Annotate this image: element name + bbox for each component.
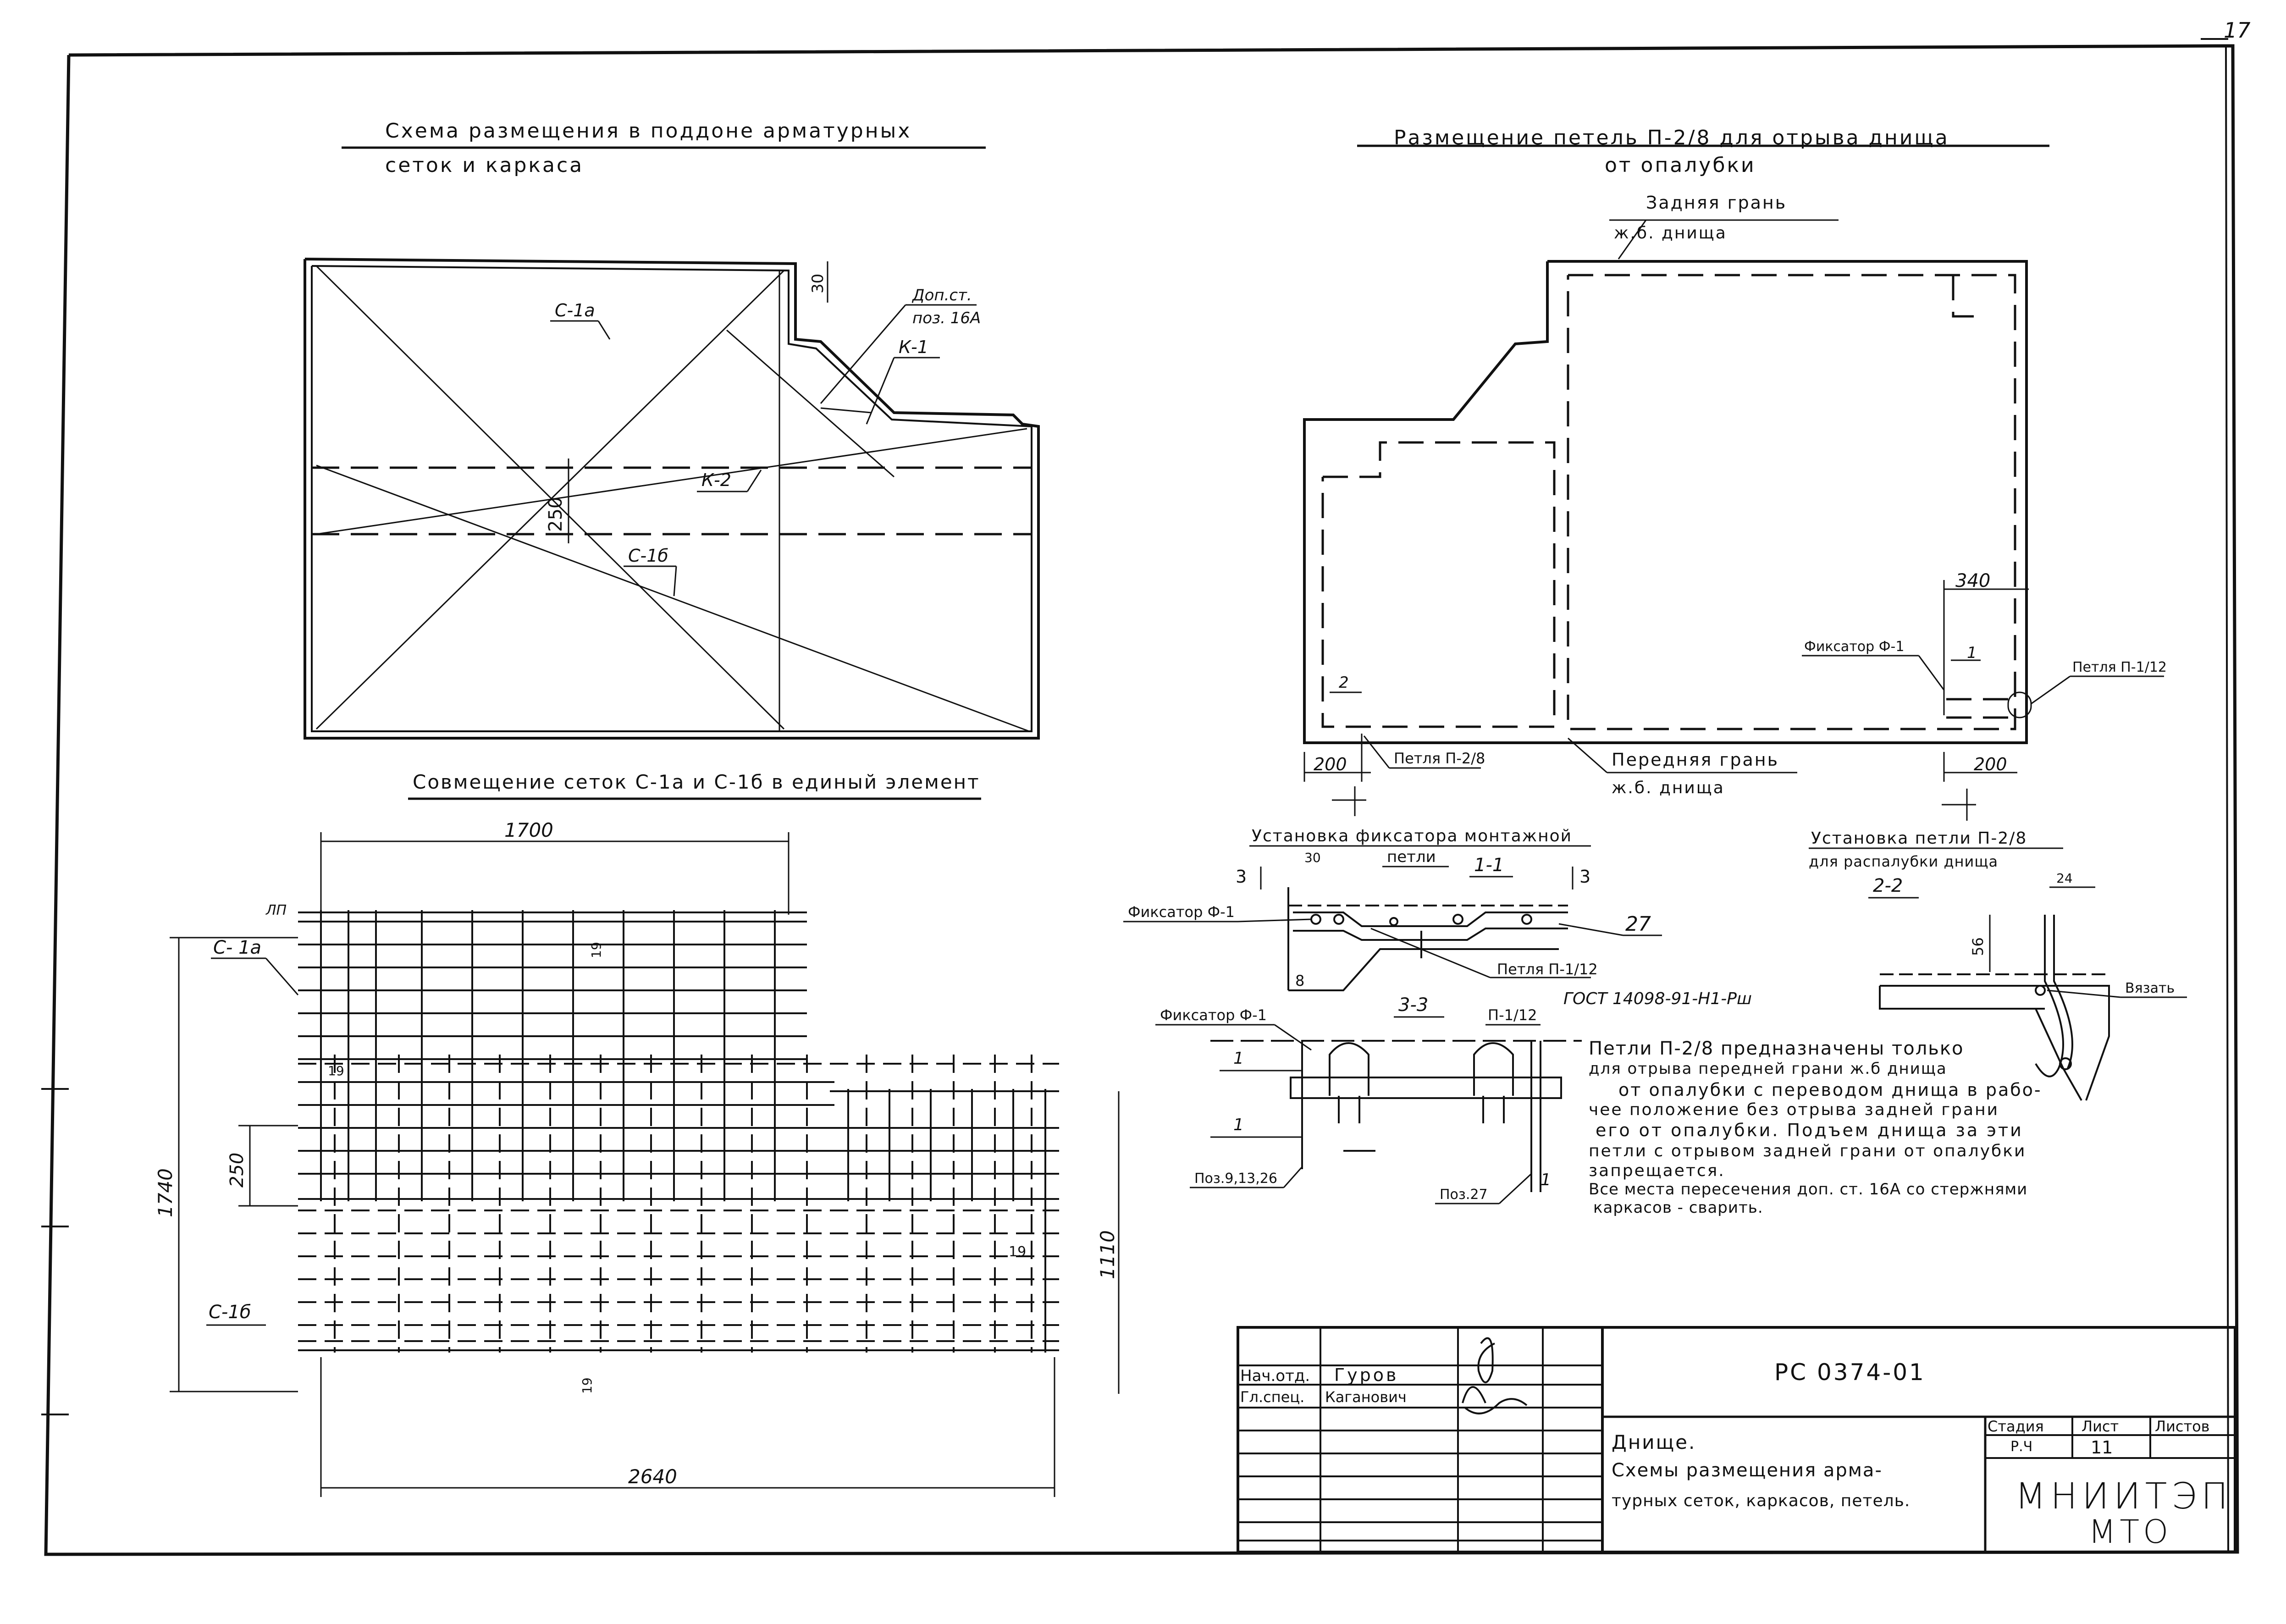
note-line5: его от опалубки. Подъем днища за эти (1596, 1120, 2023, 1140)
fixator-num-1c: 1 (1541, 1171, 1551, 1189)
tray-label-c1a: С-1а (555, 300, 595, 320)
combine-dim-2640: 2640 (628, 1465, 677, 1488)
back-edge-line2: ж.б. днища (1614, 224, 1727, 243)
section-3-3: 3-3 (1398, 994, 1428, 1016)
loops-dim-340: 340 (1955, 570, 1990, 591)
sheet-label: Лист (2082, 1418, 2119, 1435)
section-2-2: 2-2 (1873, 875, 1903, 896)
role-1: Нач.отд. (1240, 1367, 1310, 1385)
role-2: Гл.спец. (1240, 1388, 1304, 1406)
loop-install-title-line1: Установка петли П-2/8 (1811, 829, 2027, 848)
fixator-install-title-line1: Установка фиксатора монтажной (1252, 827, 1572, 845)
loop-install-dim-56: 56 (1969, 937, 1987, 956)
combine-label-c1a: С- 1а (213, 937, 261, 958)
page-number: 17 (2224, 18, 2251, 43)
tray-extra-bar-line2: поз. 16А (912, 309, 981, 327)
combine-scheme: Совмещение сеток С-1а и С-1б в единый эл… (154, 771, 1120, 1497)
name-2: Каганович (1325, 1388, 1407, 1406)
fixator-num-1b: 1 (1233, 1116, 1244, 1134)
fixator-num-3b: 3 (1579, 867, 1590, 887)
note-line3: от опалубки с переводом днища в рабо- (1618, 1080, 2042, 1100)
title-block (1237, 1326, 2236, 1553)
combine-dim-1110: 1110 (1096, 1230, 1119, 1279)
fixator-install: Установка фиксатора монтажной петли 1-1 … (1123, 827, 1752, 1204)
combine-mark-lp: ЛП (265, 902, 287, 918)
stage-value: Р.Ч (2010, 1439, 2032, 1455)
combine-dim-19d: 19 (580, 1377, 595, 1394)
sheets-label: Листов (2155, 1418, 2210, 1435)
back-edge-line1: Задняя грань (1646, 193, 1787, 213)
fixator-label-1: Фиксатор Ф-1 (1128, 903, 1235, 921)
tray-title-line2: сеток и каркаса (385, 154, 584, 177)
front-edge-line2: ж.б. днища (1612, 779, 1725, 797)
loops-dim-200-right: 200 (1974, 754, 2007, 774)
doc-title-line3: турных сеток, каркасов, петель. (1612, 1491, 1910, 1510)
loops-section-2: 2 (1339, 674, 1349, 692)
combine-title: Совмещение сеток С-1а и С-1б в единый эл… (413, 771, 980, 793)
note-line1: Петли П-2/8 предназначены только (1589, 1038, 1964, 1059)
note-line7: запрещается. (1589, 1161, 1725, 1180)
combine-label-c1b: С-1б (209, 1302, 251, 1323)
tray-scheme: Схема размещения в поддоне арматурных се… (304, 119, 1040, 740)
fixator-dim-30: 30 (1304, 850, 1321, 865)
fixator-install-title-line2: петли (1387, 848, 1436, 866)
fixator-loop-label: Петля П-1/12 (1497, 961, 1598, 978)
loops-loop-p28: Петля П-2/8 (1394, 750, 1485, 767)
combine-dim-1740: 1740 (154, 1168, 177, 1217)
doc-title-line1: Днище. (1612, 1431, 1696, 1453)
name-1: Гуров (1334, 1365, 1398, 1385)
tray-dim-30: 30 (809, 274, 827, 293)
loops-title-line2: от опалубки (1605, 154, 1756, 177)
note-line2: для отрыва передней грани ж.б днища (1589, 1060, 1947, 1078)
tray-label-k2: К-2 (701, 470, 731, 490)
tray-extra-bar-line1: Доп.ст. (911, 286, 972, 304)
org-line2: МТО (2088, 1513, 2172, 1551)
loop-install: Установка петли П-2/8 для распалубки дни… (1809, 829, 2187, 1101)
mesh-grid (298, 910, 1059, 1353)
note-line4: чее положение без отрыва задней грани (1589, 1100, 1999, 1119)
loops-fixator: Фиксатор Ф-1 (1804, 639, 1904, 655)
combine-dim-250: 250 (226, 1153, 248, 1188)
note-line8: Все места пересечения доп. ст. 16А со ст… (1589, 1180, 2027, 1199)
loop-install-dim-24: 24 (2056, 871, 2073, 886)
tray-dim-250: 250 (545, 497, 566, 532)
front-edge-line1: Передняя грань (1612, 750, 1779, 770)
fixator-gost: ГОСТ 14098-91-Н1-Рш (1563, 989, 1752, 1008)
sheet-value: 11 (2091, 1437, 2113, 1458)
fixator-dim-8: 8 (1295, 972, 1304, 989)
tray-label-k1: К-1 (899, 337, 928, 357)
combine-dim-19c: 19 (1009, 1244, 1026, 1260)
loops-loop-p112: Петля П-1/12 (2072, 659, 2167, 675)
combine-dim-19a: 19 (589, 942, 604, 958)
fixator-num-27: 27 (1625, 912, 1651, 936)
title-block-text: РС 0374-01 Нач.отд. Гуров Гл.спец. Каган… (1240, 1359, 2232, 1551)
fixator-label-2: Фиксатор Ф-1 (1160, 1006, 1267, 1024)
stage-label: Стадия (1988, 1418, 2044, 1435)
combine-dim-1700: 1700 (504, 819, 553, 841)
loops-scheme: Размещение петель П-2/8 для отрыва днища… (1303, 126, 2167, 821)
org-line1: МНИИТЭП (2015, 1476, 2232, 1517)
note-line9: каркасов - сварить. (1593, 1199, 1763, 1217)
doc-title-line2: Схемы размещения арма- (1612, 1460, 1883, 1481)
fixator-num-1a: 1 (1233, 1049, 1244, 1068)
loop-install-title-line2: для распалубки днища (1809, 853, 1998, 870)
tray-title-line1: Схема размещения в поддоне арматурных (385, 119, 911, 143)
fixator-pos-right: Поз.27 (1440, 1187, 1488, 1203)
sheet-frame (41, 38, 2239, 1556)
combine-dim-19b: 19 (328, 1063, 344, 1078)
note-line6: петли с отрывом задней грани от опалубки (1589, 1142, 2026, 1160)
loops-outline (1303, 260, 2028, 744)
fixator-num-3a: 3 (1236, 867, 1247, 887)
tray-outline (304, 258, 1040, 740)
fixator-pos-left: Поз.9,13,26 (1194, 1171, 1277, 1187)
loops-section-1: 1 (1967, 644, 1977, 662)
notes: Петли П-2/8 предназначены только для отр… (1589, 1038, 2042, 1217)
fixator-p112: П-1/12 (1488, 1006, 1537, 1024)
loops-dim-200-left: 200 (1314, 754, 1347, 774)
doc-code: РС 0374-01 (1774, 1359, 1926, 1386)
loop-install-tie: Вязать (2125, 980, 2175, 996)
tray-label-c1b: С-1б (628, 546, 668, 566)
section-1-1: 1-1 (1474, 855, 1504, 876)
